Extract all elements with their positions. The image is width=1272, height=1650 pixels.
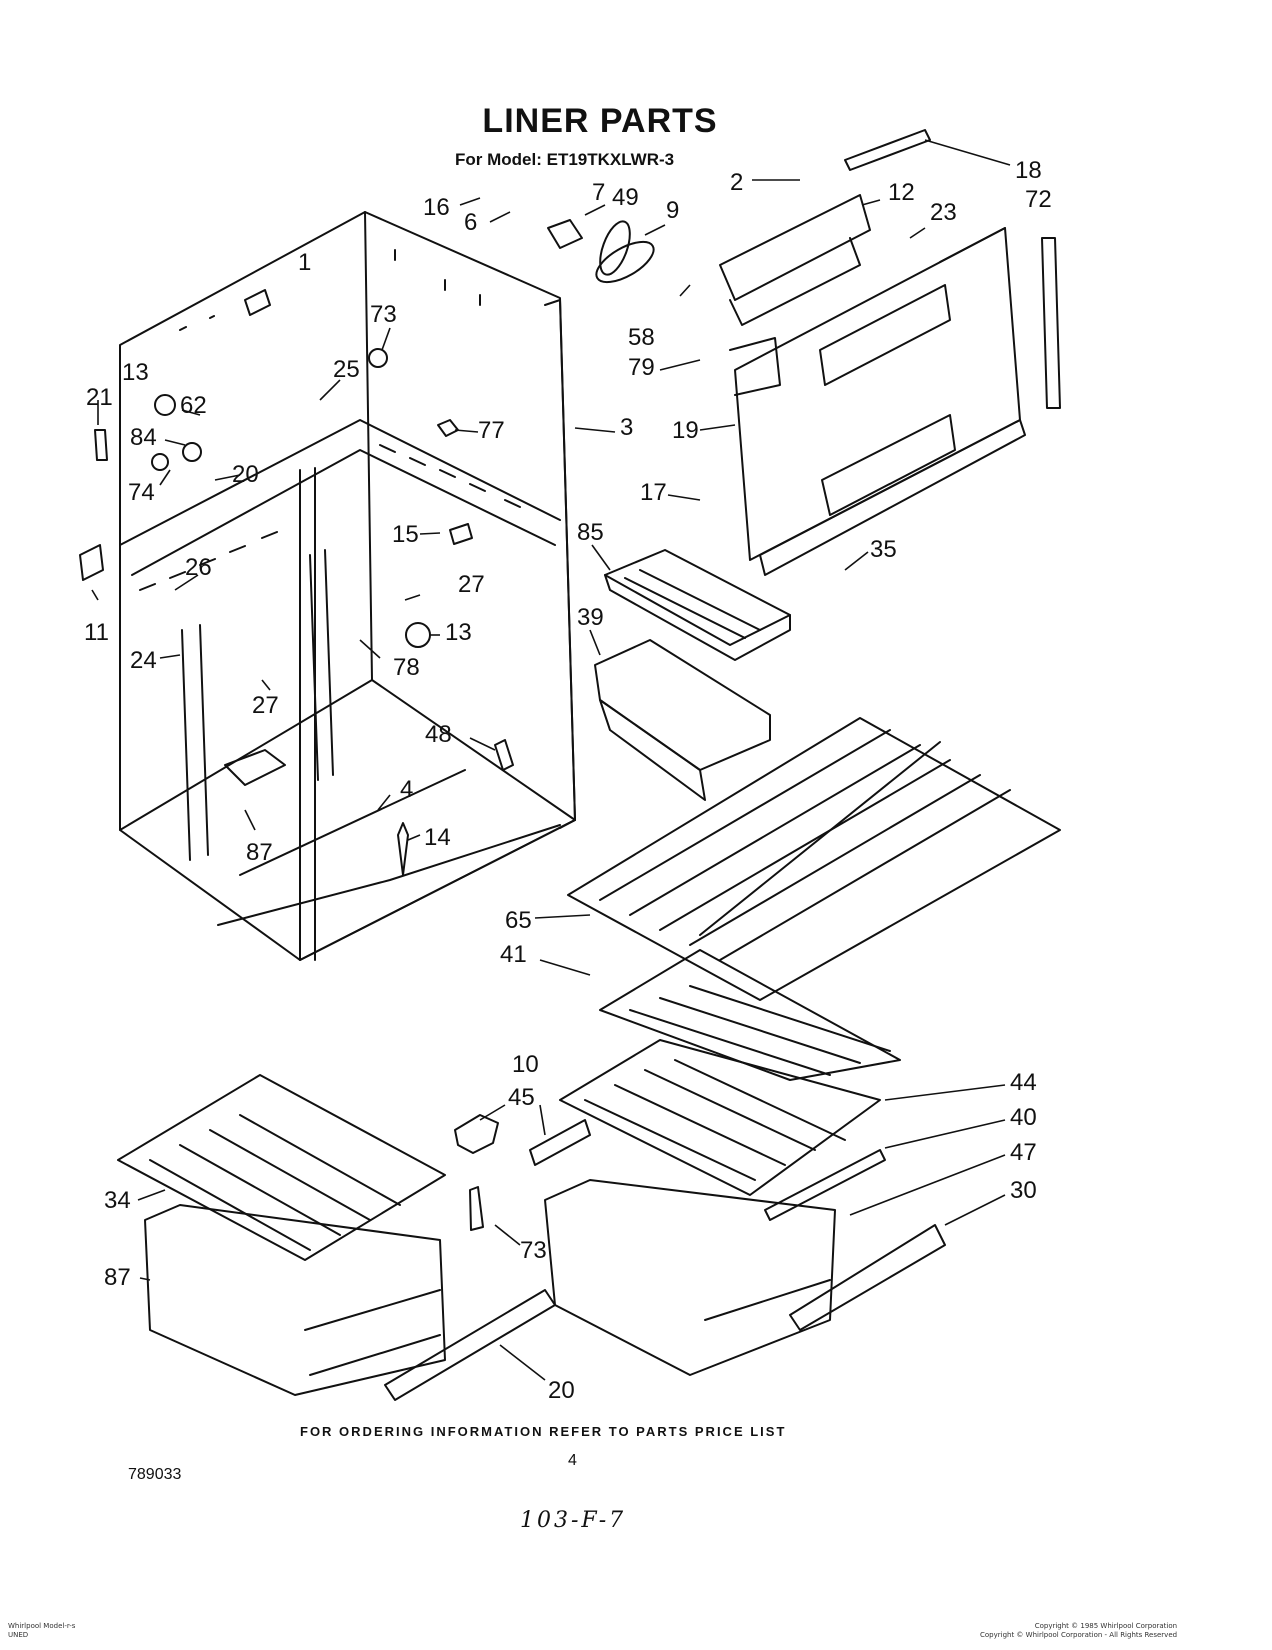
trim-strip-18: [844, 129, 931, 171]
callout-4: 4: [400, 776, 413, 803]
part-62: [151, 453, 169, 471]
callout-34: 34: [104, 1187, 131, 1214]
part-21: [94, 429, 108, 461]
callout-2: 2: [730, 169, 743, 196]
part-14: [449, 523, 473, 545]
callout-6: 7: [592, 179, 605, 206]
callout-13: 13: [122, 359, 149, 386]
part-11: [79, 544, 104, 581]
callout-23: 23: [930, 199, 957, 226]
corner-note-left: Whirlpool Model-r-s UNED: [8, 1622, 75, 1640]
callout-30: 30: [1010, 1177, 1037, 1204]
callout-26: 26: [185, 554, 212, 581]
callout-35: 39: [577, 604, 604, 631]
crisper-pan-87: [144, 1204, 446, 1396]
shelf-40: [599, 949, 901, 1081]
rail-44: [529, 1119, 591, 1166]
callout-84: 84: [130, 424, 157, 451]
callout-87: 87: [104, 1264, 131, 1291]
callout-5: 6: [464, 209, 477, 236]
callout-18: 18: [1015, 157, 1042, 184]
callout-labels: 2 18 72 12 23 16 6 7 49 9 1 58 73 79 13 …: [84, 157, 1052, 1404]
part-65: [437, 419, 459, 437]
page-title: LINER PARTS: [482, 102, 718, 140]
callout-15: 16: [423, 194, 450, 221]
callout-10: 10: [512, 1051, 539, 1078]
corner-right-line2: Copyright © Whirlpool Corporation - All …: [980, 1631, 1178, 1639]
corner-note-right: Copyright © 1985 Whirlpool Corporation C…: [980, 1622, 1177, 1640]
callout-58: 73: [370, 301, 397, 328]
corner-left-line2: UNED: [8, 1631, 29, 1639]
callout-7: 9: [666, 197, 679, 224]
part-58: [368, 348, 388, 368]
callout-47: 49: [612, 184, 639, 211]
callout-45: 47: [1010, 1139, 1037, 1166]
callout-9: 12: [888, 179, 915, 206]
callout-33: 35: [870, 536, 897, 563]
callout-62: 74: [128, 479, 155, 506]
part-17: [397, 822, 409, 876]
callout-78: 87: [246, 839, 273, 866]
callout-85: 85: [577, 519, 604, 546]
callout-16: 17: [640, 479, 667, 506]
callout-74: 65: [505, 907, 532, 934]
leader-lines: [91, 139, 1011, 1381]
control-knob-10: [454, 1114, 499, 1231]
part-13-lower: [405, 622, 431, 648]
callout-19: 20: [232, 461, 259, 488]
callout-20: 20: [548, 1377, 575, 1404]
callout-24: 24: [130, 647, 157, 674]
callout-49: 62: [180, 392, 207, 419]
handwritten-code: 103-F-7: [520, 1508, 627, 1533]
part-46: [494, 739, 514, 771]
corner-right-line1: Copyright © 1985 Whirlpool Corporation: [1034, 1622, 1178, 1630]
liner-cabinet: [119, 211, 576, 961]
part-78: [224, 749, 286, 786]
ordering-note: FOR ORDERING INFORMATION REFER TO PARTS …: [300, 1424, 787, 1439]
callout-27: 27: [458, 571, 485, 598]
rail-20: [384, 1289, 556, 1401]
callout-21: 21: [86, 384, 113, 411]
page-number: 4: [568, 1452, 577, 1469]
trim-strip-72: [1041, 237, 1061, 409]
callout-41: 44: [1010, 1069, 1037, 1096]
model-subtitle: For Model: ET19TKXLWR-3: [455, 150, 675, 169]
callout-79: 79: [628, 354, 655, 381]
callout-77: 78: [393, 654, 420, 681]
fan-motor: [547, 219, 583, 249]
evaporator-cover: [719, 194, 1026, 576]
rail-45: [764, 1149, 886, 1221]
callout-17: 14: [424, 824, 451, 851]
part-12-panel: [729, 337, 781, 396]
callout-27b: 27: [252, 692, 279, 719]
callout-46: 48: [425, 721, 452, 748]
callout-14: 15: [392, 521, 419, 548]
callout-1: 1: [298, 249, 311, 276]
part-13-knob: [154, 394, 176, 416]
document-number: 789033: [128, 1466, 182, 1483]
callout-72: 72: [1025, 186, 1052, 213]
ice-bin: [594, 639, 771, 801]
callout-65: 77: [478, 417, 505, 444]
rail-30: [789, 1224, 946, 1331]
callout-73: 73: [520, 1237, 547, 1264]
callout-40: 41: [500, 941, 527, 968]
callout-44: 45: [508, 1084, 535, 1111]
wire-shelf-74: [567, 717, 1061, 1001]
callout-12: 19: [672, 417, 699, 444]
corner-left-line1: Whirlpool Model-r-s: [8, 1622, 76, 1630]
callout-39: 40: [1010, 1104, 1037, 1131]
ice-tray: [604, 549, 791, 661]
fan-blade: [595, 220, 655, 284]
crisper-cover-41: [559, 1039, 881, 1196]
callout-11: 11: [84, 619, 109, 646]
crisper-cover-34: [117, 1074, 446, 1261]
part-84: [182, 442, 202, 462]
callout-13b: 13: [445, 619, 472, 646]
callout-48: 58: [628, 324, 655, 351]
callout-3: 3: [620, 414, 633, 441]
callout-25: 25: [333, 356, 360, 383]
